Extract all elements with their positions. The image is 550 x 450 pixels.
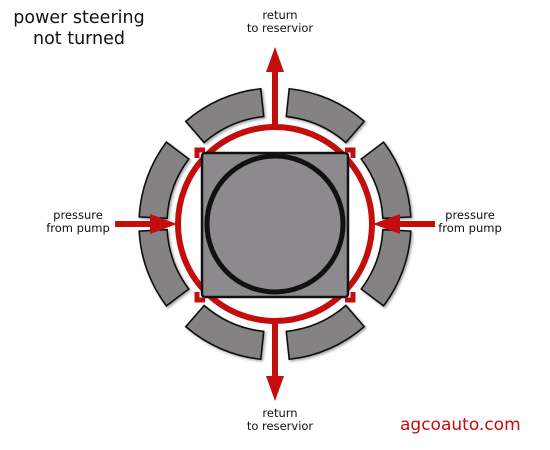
housing-segment-right-lower <box>360 228 412 307</box>
top-port-label-line-1: return <box>262 8 298 22</box>
block-corner-top-left <box>194 147 205 158</box>
housing-segment-bottom-left <box>184 304 265 361</box>
right-port-label-line-2: from pump <box>438 221 502 236</box>
block-corner-bottom-right <box>345 292 356 303</box>
site-watermark: agcoauto.com <box>400 415 521 435</box>
spool-circle <box>204 153 346 295</box>
arrow-right-pressure <box>373 214 435 234</box>
diagram-title: power steering not turned <box>4 8 154 50</box>
bottom-port-label-line-1: return <box>262 406 298 420</box>
housing-segment-left-upper <box>138 141 190 220</box>
left-port-label: pressure from pump <box>28 208 128 236</box>
housing-segment-top-left <box>184 87 265 144</box>
housing-segments <box>138 87 412 361</box>
title-line-1: power steering <box>13 8 145 28</box>
left-port-label-line-1: pressure <box>53 208 103 222</box>
right-port-label-line-1: pressure <box>445 208 495 222</box>
bottom-port-label: return to reservior <box>225 406 335 434</box>
bottom-port-label-line-2: to reservior <box>246 419 314 434</box>
arrow-left-pressure <box>115 214 177 234</box>
right-port-label: pressure from pump <box>420 208 520 236</box>
arrow-bottom-return <box>266 320 284 401</box>
block-corner-top-right <box>345 147 356 158</box>
arrow-top-return <box>266 47 284 128</box>
title-line-2: not turned <box>32 29 126 49</box>
top-port-label: return to reservior <box>225 8 335 36</box>
left-port-label-line-2: from pump <box>46 221 110 236</box>
top-port-label-line-2: to reservior <box>246 21 314 36</box>
housing-segment-top-right <box>285 87 366 144</box>
housing-segment-bottom-right <box>285 304 366 361</box>
block-corner-bottom-left <box>194 292 205 303</box>
